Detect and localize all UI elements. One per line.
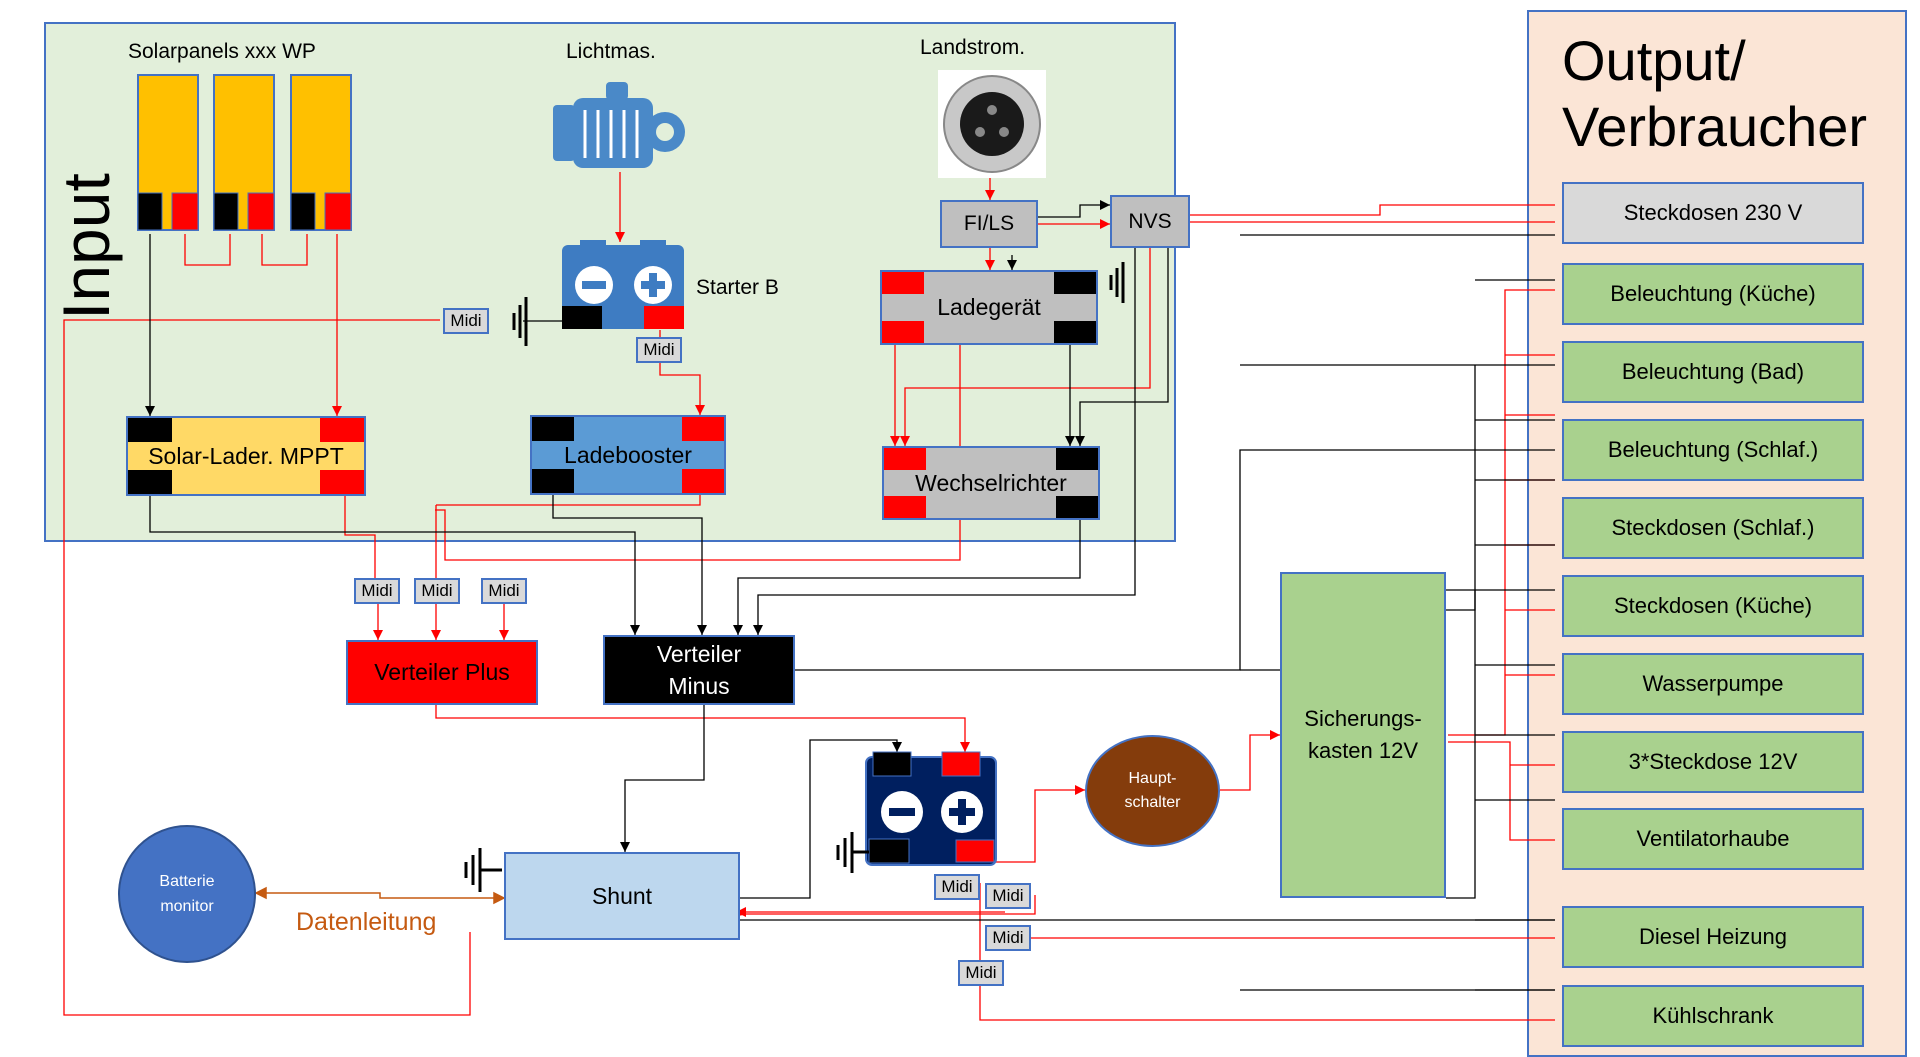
ladebooster-minus-terminal-2 (532, 469, 574, 493)
alternator-label: Lichtmas. (566, 40, 656, 63)
consumer-6: Steckdosen (Küche) (1562, 575, 1864, 637)
consumer-2: Beleuchtung (Küche) (1562, 263, 1864, 325)
datenleitung-label: Datenleitung (296, 908, 437, 936)
consumer-4: Beleuchtung (Schlaf.) (1562, 419, 1864, 481)
ground-symbol-battery (836, 832, 869, 873)
verteiler-plus-box: Verteiler Plus (346, 640, 538, 705)
output-title: Output/ Verbraucher (1562, 29, 1868, 158)
black-wires (149, 204, 1555, 991)
ladebooster-box: Ladebooster (530, 415, 726, 495)
ground-symbol-shunt (464, 848, 502, 892)
wechselrichter-box: Wechselrichter (882, 446, 1100, 520)
shore-socket-icon (938, 70, 1046, 178)
wechselrichter-label: Wechselrichter (915, 469, 1067, 496)
ground-symbol-starter (512, 297, 528, 346)
midi-fuse-starter: Midi (443, 308, 489, 334)
solar-label: Solarpanels xxx WP (128, 40, 316, 63)
mppt-label: Solar-Lader. MPPT (148, 442, 344, 469)
starter-battery (562, 240, 684, 329)
midi-fuse-battery-2: Midi (985, 883, 1031, 909)
arrowheads (145, 190, 1280, 917)
consumer-3: Beleuchtung (Bad) (1562, 341, 1864, 403)
ladegeraet-minus-terminal (1054, 272, 1096, 294)
midi-fuse-booster: Midi (636, 337, 682, 363)
house-battery (865, 751, 997, 866)
mppt-plus-terminal-2 (320, 470, 364, 494)
wechselrichter-plus-terminal (884, 448, 926, 470)
wechselrichter-minus-terminal-2 (1056, 496, 1098, 518)
mppt-minus-terminal (128, 418, 172, 442)
ladebooster-plus-terminal (682, 417, 724, 441)
consumer-7: Wasserpumpe (1562, 653, 1864, 715)
midi-fuse-kuehlschrank: Midi (958, 960, 1004, 986)
ladebooster-label: Ladebooster (564, 441, 692, 468)
sicherungskasten-box: Sicherungs- kasten 12V (1280, 572, 1446, 898)
mppt-box: Solar-Lader. MPPT (126, 416, 366, 496)
midi-fuse-mppt: Midi (354, 578, 400, 604)
ground-symbol-ladegeraet (1109, 262, 1125, 303)
ladegeraet-plus-terminal-2 (882, 321, 924, 343)
ladebooster-minus-terminal (532, 417, 574, 441)
consumer-5: Steckdosen (Schlaf.) (1562, 497, 1864, 559)
wechselrichter-minus-terminal (1056, 448, 1098, 470)
consumer-10: Diesel Heizung (1562, 906, 1864, 968)
alternator-icon (553, 82, 685, 168)
ladegeraet-minus-terminal-2 (1054, 321, 1096, 343)
consumer-1: Steckdosen 230 V (1562, 182, 1864, 244)
hauptschalter-switch[interactable]: Haupt- schalter (1085, 735, 1220, 847)
midi-fuse-wechselrichter: Midi (481, 578, 527, 604)
mppt-minus-terminal-2 (128, 470, 172, 494)
ladegeraet-label: Ladegerät (937, 294, 1041, 320)
shunt-box: Shunt (504, 852, 740, 940)
midi-fuse-battery-1: Midi (934, 874, 980, 900)
fils-box: FI/LS (940, 200, 1038, 248)
mppt-plus-terminal (320, 418, 364, 442)
input-title: Input (49, 173, 123, 320)
ladegeraet-plus-terminal (882, 272, 924, 294)
consumer-11: Kühlschrank (1562, 985, 1864, 1047)
verteiler-minus-box: Verteiler Minus (603, 635, 795, 705)
consumer-9: Ventilatorhaube (1562, 808, 1864, 870)
consumer-8: 3*Steckdose 12V (1562, 731, 1864, 793)
data-line (254, 886, 506, 905)
batteriemonitor-display: Batterie monitor (118, 825, 256, 963)
solar-panels (137, 74, 352, 231)
starter-label: Starter B (696, 276, 779, 299)
nvs-box: NVS (1110, 195, 1190, 248)
ladebooster-plus-terminal-2 (682, 469, 724, 493)
ladegeraet-box: Ladegerät (880, 270, 1098, 345)
shore-label: Landstrom. (920, 36, 1026, 59)
wechselrichter-plus-terminal-2 (884, 496, 926, 518)
midi-fuse-heizung: Midi (985, 925, 1031, 951)
midi-fuse-ladebooster: Midi (414, 578, 460, 604)
